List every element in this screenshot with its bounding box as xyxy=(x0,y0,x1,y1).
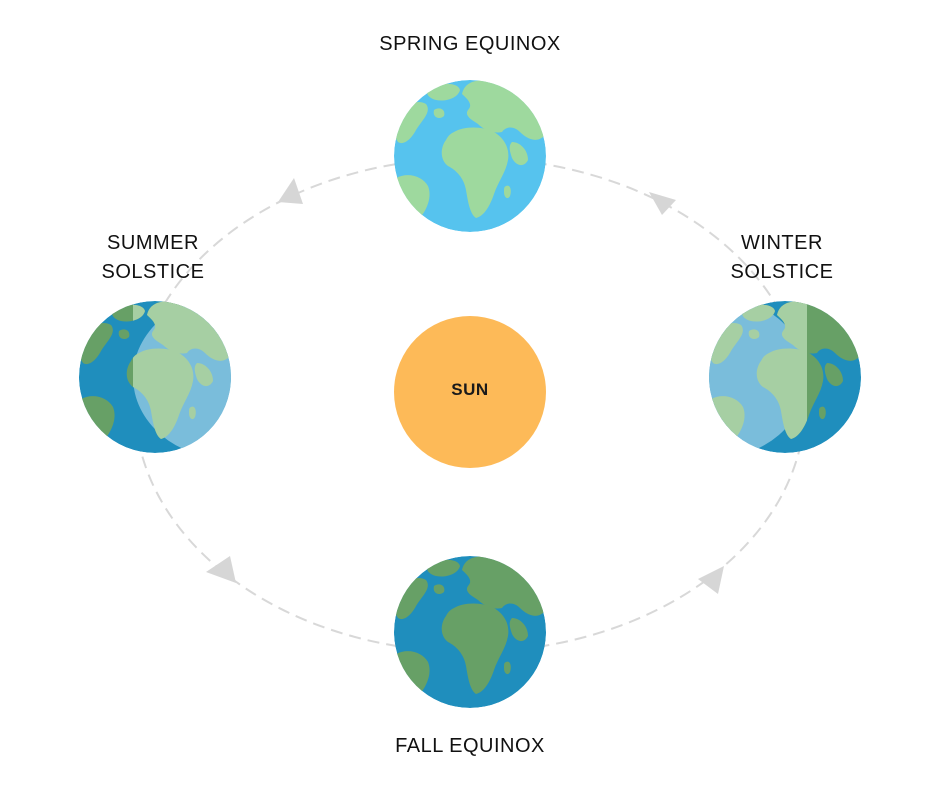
earth-globe-icon-fall xyxy=(394,556,546,708)
arrow-bottom-left-icon xyxy=(206,556,236,583)
sun-label: SUN xyxy=(451,380,489,399)
fall-equinox-text: FALL EQUINOX xyxy=(395,735,545,757)
summer-solstice-line1: SUMMER xyxy=(107,232,199,254)
summer-solstice-line2: SOLSTICE xyxy=(101,261,205,283)
earth-globe-icon-summer xyxy=(79,301,231,453)
spring-equinox-text: SPRING EQUINOX xyxy=(379,33,561,55)
winter-solstice-label: WINTER SOLSTICE xyxy=(704,229,860,287)
summer-solstice-label: SUMMER SOLSTICE xyxy=(75,229,231,287)
arrow-top-right-icon xyxy=(649,192,676,215)
spring-equinox-label: SPRING EQUINOX xyxy=(340,30,600,59)
winter-solstice-line2: SOLSTICE xyxy=(730,261,834,283)
arrow-top-left-icon xyxy=(278,178,303,204)
earth-globe-icon-winter xyxy=(709,301,861,453)
arrow-bottom-right-icon xyxy=(698,566,724,594)
earth-globe-icon-spring xyxy=(394,80,546,232)
sun xyxy=(394,316,546,468)
winter-solstice-line1: WINTER xyxy=(741,232,823,254)
fall-equinox-label: FALL EQUINOX xyxy=(340,732,600,761)
